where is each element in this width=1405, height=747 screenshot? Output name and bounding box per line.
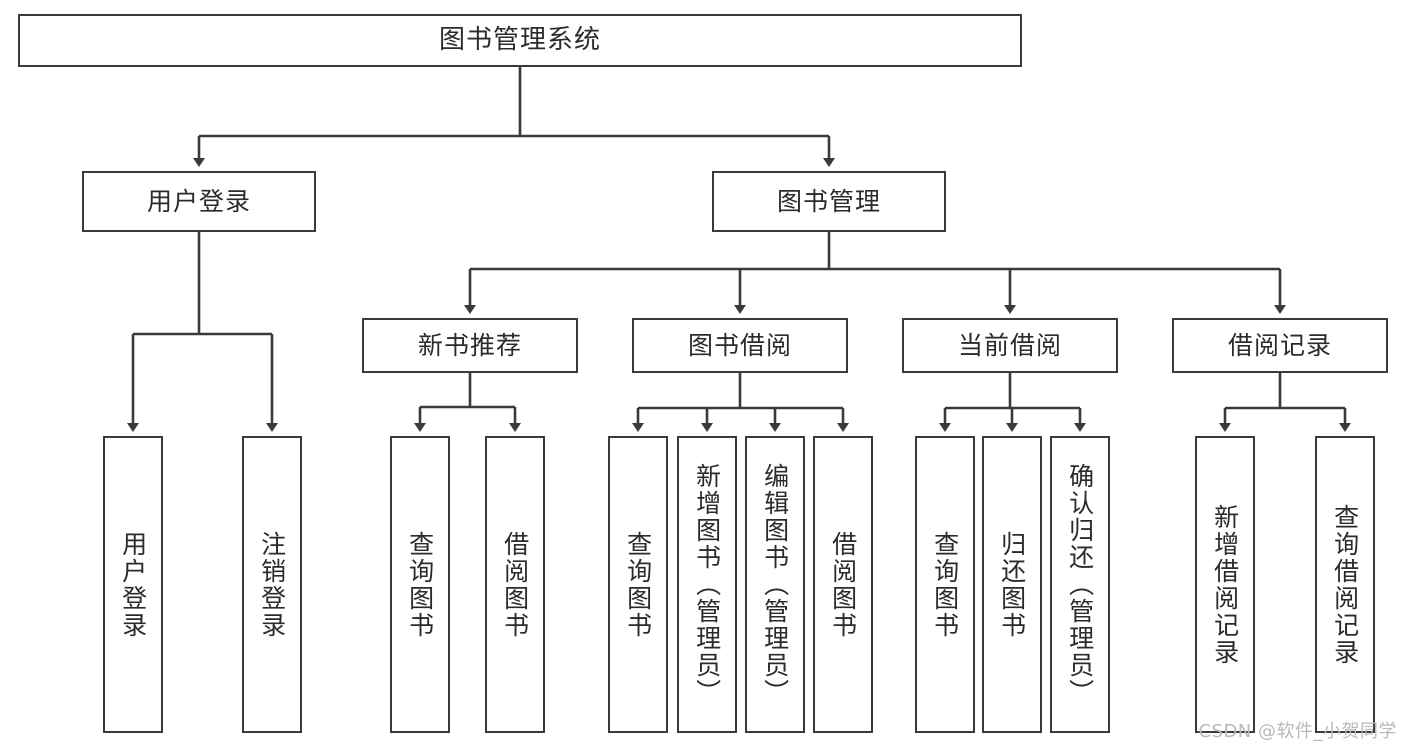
node-leaf-query-books-recommend[interactable]: 查询图书 — [390, 436, 450, 733]
node-label: 用户登录 — [118, 530, 148, 639]
node-book-management[interactable]: 图书管理 — [712, 171, 946, 232]
node-borrow-record[interactable]: 借阅记录 — [1172, 318, 1388, 373]
watermark-text: CSDN @软件_小贺同学 — [1198, 721, 1397, 742]
node-leaf-logout-login[interactable]: 注销登录 — [242, 436, 302, 733]
node-label: 查询图书 — [405, 530, 435, 639]
node-label: 查询图书 — [623, 530, 653, 639]
node-label: 借阅图书 — [828, 530, 858, 639]
node-leaf-add-borrow-record[interactable]: 新增借阅记录 — [1195, 436, 1255, 733]
node-label: 归还图书 — [997, 530, 1027, 639]
node-label: 图书管理 — [776, 186, 881, 216]
node-current-borrow[interactable]: 当前借阅 — [902, 318, 1118, 373]
node-leaf-add-book-admin[interactable]: 新增图书（管理员） — [677, 436, 737, 733]
node-leaf-edit-book-admin[interactable]: 编辑图书（管理员） — [745, 436, 805, 733]
node-leaf-query-books-current[interactable]: 查询图书 — [915, 436, 975, 733]
node-label: 借阅图书 — [500, 530, 530, 639]
node-label: 查询借阅记录 — [1330, 503, 1360, 666]
node-label: 注销登录 — [257, 530, 287, 639]
node-user-login[interactable]: 用户登录 — [82, 171, 316, 232]
node-label: 借阅记录 — [1227, 330, 1332, 360]
node-label: 图书借阅 — [687, 330, 792, 360]
node-root-book-management-system[interactable]: 图书管理系统 — [18, 14, 1022, 67]
node-label: 当前借阅 — [957, 330, 1062, 360]
node-label: 图书管理系统 — [438, 24, 601, 55]
node-leaf-confirm-return-admin[interactable]: 确认归还（管理员） — [1050, 436, 1110, 733]
node-leaf-user-login[interactable]: 用户登录 — [103, 436, 163, 733]
node-leaf-return-books[interactable]: 归还图书 — [982, 436, 1042, 733]
node-label: 用户登录 — [146, 186, 251, 216]
node-leaf-query-books-borrow[interactable]: 查询图书 — [608, 436, 668, 733]
node-label: 新增借阅记录 — [1210, 503, 1240, 666]
node-leaf-borrow-books-recommend[interactable]: 借阅图书 — [485, 436, 545, 733]
node-leaf-borrow-books[interactable]: 借阅图书 — [813, 436, 873, 733]
node-leaf-query-borrow-record[interactable]: 查询借阅记录 — [1315, 436, 1375, 733]
node-label: 查询图书 — [930, 530, 960, 639]
node-new-book-recommend[interactable]: 新书推荐 — [362, 318, 578, 373]
node-label: 新增图书（管理员） — [692, 463, 722, 706]
node-label: 编辑图书（管理员） — [760, 463, 790, 706]
node-label: 新书推荐 — [417, 330, 522, 360]
node-book-borrow[interactable]: 图书借阅 — [632, 318, 848, 373]
node-label: 确认归还（管理员） — [1065, 463, 1095, 706]
